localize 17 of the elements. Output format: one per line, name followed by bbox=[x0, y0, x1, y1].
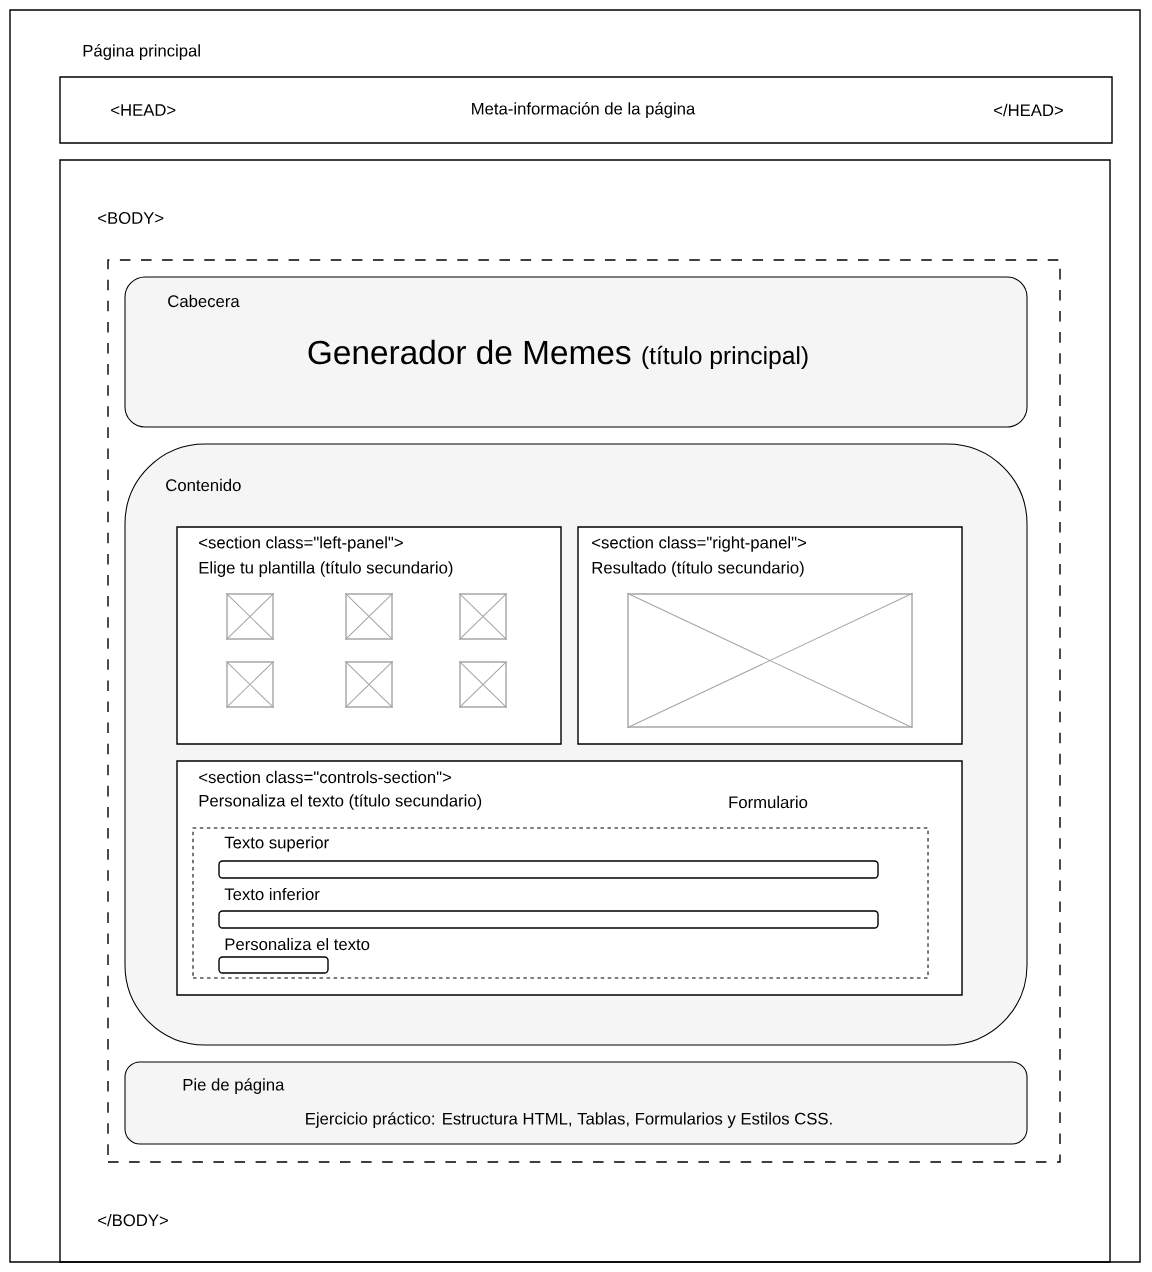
header-box: Cabecera Generador de Memes (título principal) bbox=[124, 276, 1028, 428]
input-field bbox=[218, 860, 879, 879]
image-placeholder bbox=[458, 592, 508, 641]
section-box: <section class="left-panel"> Elige tu plantilla (título secundario) bbox=[176, 526, 562, 745]
image-placeholder bbox=[225, 592, 275, 641]
image-placeholder bbox=[225, 660, 275, 709]
image-placeholder bbox=[344, 660, 394, 709]
section-box: <section class="right-panel"> Resultado (título secundario) bbox=[577, 526, 963, 745]
dashed-region bbox=[107, 259, 1061, 1163]
footer-box: Pie de página Ejercicio práctico: Estructura HTML, Tablas, Formularios y Estilos CSS. bbox=[124, 1061, 1028, 1145]
form-box: Texto superior Texto inferior Personaliza el texto bbox=[192, 827, 929, 979]
image-placeholder bbox=[626, 592, 914, 729]
input-field bbox=[218, 956, 329, 974]
head-box: <HEAD> Meta-información de la página </HEAD> bbox=[59, 76, 1113, 144]
input-field bbox=[218, 910, 879, 929]
image-placeholder bbox=[458, 660, 508, 709]
image-placeholder bbox=[344, 592, 394, 641]
